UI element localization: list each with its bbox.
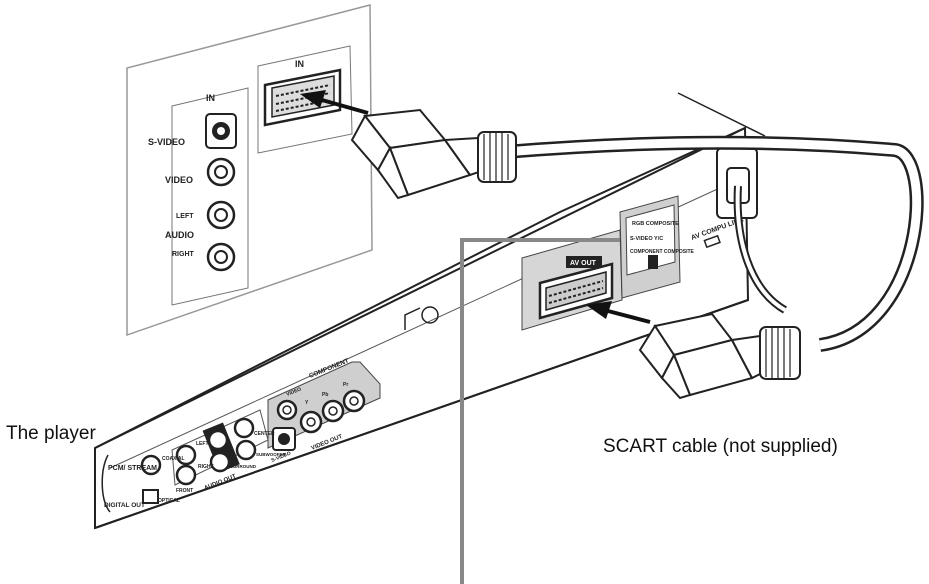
tv-scart-in-label: IN (295, 59, 304, 69)
video-output-switch[interactable] (648, 255, 658, 269)
tv-s-video-jack (206, 114, 236, 148)
tv-s-video-label: S-VIDEO (148, 137, 185, 147)
tv-audio-left-jack (208, 202, 234, 228)
pb-label: Pb (322, 392, 328, 398)
pr-label: Pr (343, 382, 348, 388)
left-label: LEFT (196, 441, 209, 447)
subwoofer-label: SUBWOOFER (256, 452, 286, 457)
right-label: RIGHT (198, 464, 214, 470)
av-out-label: AV OUT (570, 260, 597, 267)
center-label: CENTER (254, 431, 275, 437)
player-caption: The player (6, 423, 96, 445)
tv-right-label: RIGHT (172, 251, 195, 258)
tv-audio-right-jack (208, 244, 234, 270)
tv-audio-label: AUDIO (165, 230, 194, 240)
coaxial-label: COAXIAL (162, 456, 185, 462)
digital-out-label: DIGITAL OUT (104, 502, 145, 509)
surround-label: SURROUND (230, 464, 257, 469)
tv-rear-panel: IN S-VIDEO VIDEO LEFT AUDIO RIGHT IN (127, 5, 372, 335)
tv-video-jack (208, 159, 234, 185)
cable-caption: SCART cable (not supplied) (603, 436, 838, 458)
scart-plug-tv (352, 110, 516, 198)
tv-in-label: IN (206, 93, 215, 103)
tv-video-label: VIDEO (165, 175, 193, 185)
switch-label-2: S-VIDEO Y/C (630, 236, 663, 242)
optical-label: OPTICAL (158, 498, 180, 504)
front-label: FRONT (176, 488, 193, 494)
tv-left-label: LEFT (176, 213, 194, 220)
switch-label-1: RGB COMPOSITE (632, 221, 679, 227)
scart-plug-player (640, 314, 800, 398)
pcm-stream-label: PCM/ STREAM (108, 465, 157, 472)
switch-label-3: COMPONENT COMPOSITE (630, 249, 695, 255)
